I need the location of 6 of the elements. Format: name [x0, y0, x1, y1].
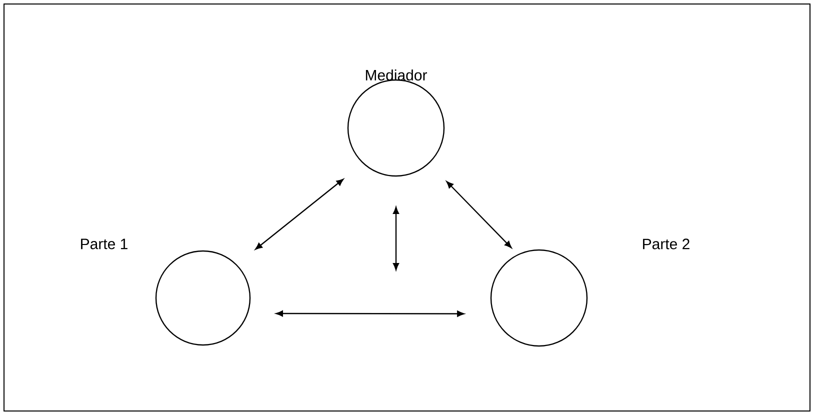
- arrow: [255, 178, 344, 250]
- node-label: Parte 2: [643, 238, 690, 250]
- arrow: [446, 181, 512, 248]
- node-label: Mediador: [366, 69, 427, 80]
- arrow: [276, 310, 464, 317]
- node-label: Parte 1: [81, 238, 128, 250]
